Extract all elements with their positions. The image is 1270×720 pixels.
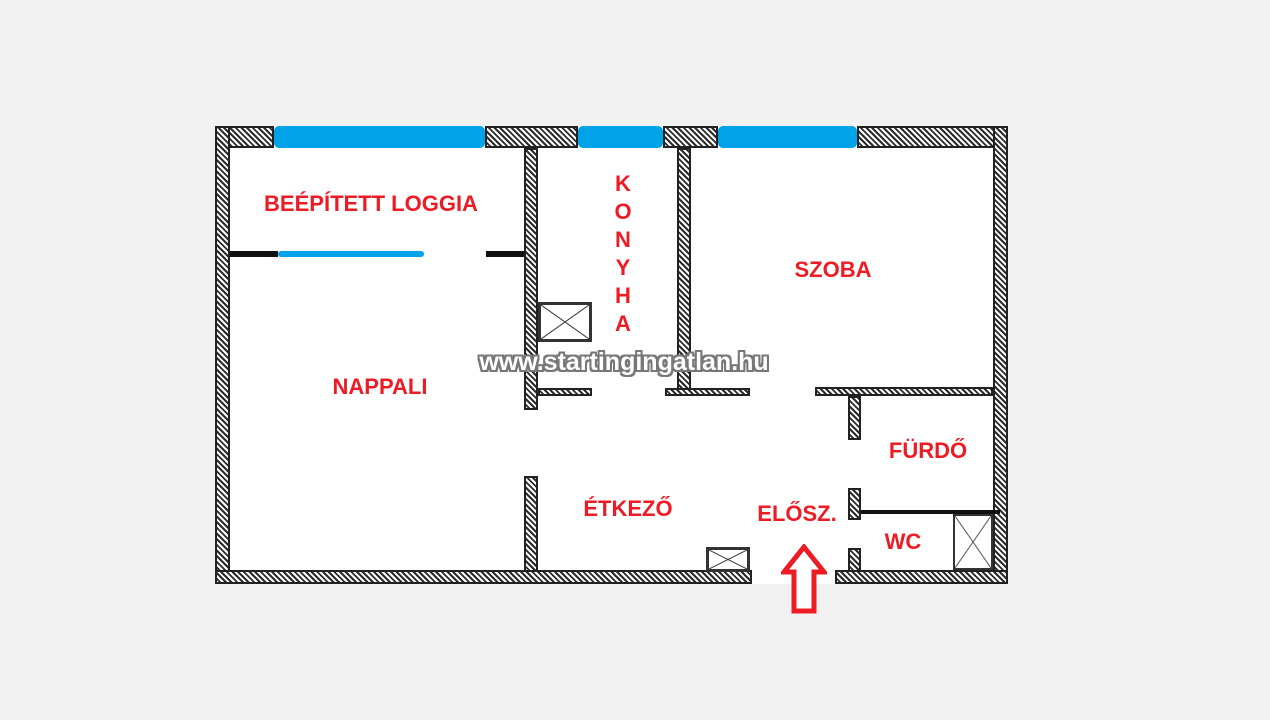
wall-bottom-right [835,570,1008,584]
kitchen-letter: O [614,199,632,224]
wall-bath-left-2 [848,488,861,520]
room-label-wc: WC [884,529,922,554]
wall-kitchen-bottom-left [538,388,592,396]
room-label-etkezo: ÉTKEZŐ [583,496,673,521]
window-room [718,126,857,148]
wall-kitchen-bottom-right [665,388,750,396]
wall-bath-left-1 [848,396,861,440]
kitchen-letter: H [615,283,631,308]
loggia-divider-right [486,251,524,257]
loggia-divider-left [230,251,278,257]
shaft-dining [706,547,750,572]
wall-left [215,126,230,584]
kitchen-letter: K [615,171,631,196]
room-label-kitchen: K O N Y H A [614,170,631,338]
loggia-glass-door [278,251,424,257]
wall-wc-left [848,548,861,572]
wall-kitchen-left-upper [524,148,538,410]
wall-room-bottom [815,387,993,396]
bath-wc-divider [861,510,1000,514]
wall-top-mid2 [663,126,718,148]
wall-top-mid [485,126,578,148]
shaft-wc [953,514,993,570]
entrance-arrow-icon [781,544,827,614]
window-loggia [274,126,485,148]
wall-kitchen-right [677,148,691,396]
floor-plan [215,126,1008,584]
window-kitchen [578,126,663,148]
wall-bottom-left [215,570,752,584]
room-label-nappali: NAPPALI [332,374,428,399]
kitchen-letter: A [615,311,631,336]
shaft-kitchen [538,302,592,342]
wall-right [993,126,1008,584]
wall-top-right [857,126,1008,148]
room-label-loggia: BEÉPÍTETT LOGGIA [264,191,478,216]
wall-kitchen-left-lower [524,476,538,572]
room-label-eloszoba: ELŐSZ. [757,501,837,526]
watermark: www.startingingatlan.hu [479,348,769,376]
room-label-furdo: FÜRDŐ [888,438,968,463]
kitchen-letter: N [615,227,631,252]
room-label-szoba: SZOBA [794,257,872,282]
kitchen-letter: Y [615,255,631,280]
